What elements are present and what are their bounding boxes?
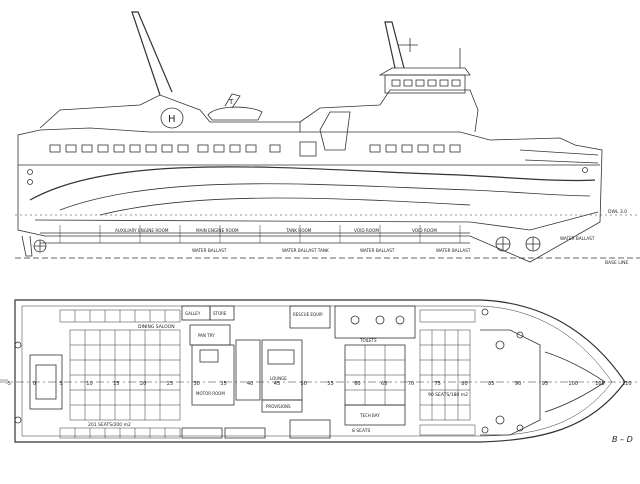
frame-number: 30 <box>194 381 200 387</box>
compartment-label: AUXILIARY ENGINE ROOM <box>115 228 169 233</box>
frame-number: 10 <box>86 381 92 387</box>
frame-number: 65 <box>381 381 387 387</box>
window-row <box>49 141 461 157</box>
room-label-galley: GALLEY <box>185 311 201 316</box>
rudder <box>21 235 33 257</box>
room-label-toilets: TOILETS <box>359 338 377 343</box>
tender-boat <box>207 106 263 121</box>
wheelhouse-windows <box>391 79 461 87</box>
frame-number: 60 <box>354 381 360 387</box>
lounge <box>261 339 303 401</box>
compartment-label: MAIN ENGINE ROOM <box>196 228 239 233</box>
frame-number: 0 <box>33 381 36 387</box>
helipad-disc <box>160 107 184 129</box>
seat-note-fwd: 90 SEATS/180 m2 <box>428 392 468 398</box>
bow-machinery <box>480 329 606 436</box>
room-label-dining: DINING SALOON <box>138 324 175 330</box>
hull-curve-3 <box>99 197 471 216</box>
seat-note-mid: 8 SEATS <box>352 428 370 434</box>
bow-stripe <box>519 149 599 164</box>
frame-number: 25 <box>167 381 173 387</box>
draft-label: DWL 3.0 <box>608 209 627 215</box>
mid-superstructure <box>299 89 479 133</box>
rescue-equip-lower <box>289 419 331 439</box>
frame-number: 95 <box>542 381 548 387</box>
thruster-fwd <box>495 236 541 252</box>
frame-number: 45 <box>274 381 280 387</box>
section-label: B – D <box>612 435 633 444</box>
tender-davit <box>224 93 241 109</box>
frame-number: 85 <box>488 381 494 387</box>
plan-inner-outline <box>21 305 613 437</box>
plan-outline <box>14 299 626 443</box>
lifebuoys <box>14 308 489 434</box>
seat-note-aft: 201 SEATS/200 m2 <box>88 422 131 428</box>
portholes <box>27 167 588 185</box>
tank-label: WATER BALLAST <box>436 248 471 253</box>
room-label-pantry: PAN TRY <box>198 333 215 338</box>
chine-line <box>34 211 599 231</box>
compartment-band <box>40 232 470 244</box>
frame-number: 35 <box>220 381 226 387</box>
provisions <box>261 399 303 413</box>
deck-plan <box>0 299 640 443</box>
room-label-lounge: LOUNGE <box>270 376 287 381</box>
frame-number: 80 <box>461 381 467 387</box>
compartment-label: WATER BALLAST <box>560 236 595 241</box>
side-profile: H T <box>15 11 640 263</box>
aft-seating <box>59 309 181 439</box>
room-label-store: STORE <box>213 311 227 316</box>
tank-label: WATER BALLAST TANK <box>282 248 329 253</box>
room-label-motor-room: MOTOR ROOM <box>196 391 225 396</box>
tank-label: WATER BALLAST <box>360 248 395 253</box>
helipad-letter: H <box>168 114 176 125</box>
aft-stair-block <box>29 354 63 410</box>
frame-number: -5 <box>6 381 11 387</box>
hull-curve-upper <box>29 166 596 201</box>
room-label-tech-bay: TECH BAY <box>359 413 380 418</box>
mid-block <box>235 339 261 401</box>
aft-superstructure <box>39 94 301 132</box>
tank-label: WATER BALLAST <box>192 248 227 253</box>
funnel <box>319 111 351 151</box>
room-label-provisions: PROVISIONS <box>266 404 291 409</box>
room-label-rescue: RESCUE EQUIP. <box>293 312 323 317</box>
crane-arm <box>131 11 173 96</box>
motor-room <box>191 344 235 406</box>
wheelhouse-roof <box>378 67 471 76</box>
hull-outline <box>17 127 603 263</box>
frame-number: 20 <box>140 381 146 387</box>
propeller-aft <box>33 239 47 253</box>
frame-number: 105 <box>595 381 605 387</box>
frame-number: 40 <box>247 381 253 387</box>
frame-number: 75 <box>435 381 441 387</box>
frame-number: 90 <box>515 381 521 387</box>
compartment-label: VOID ROOM <box>354 228 379 233</box>
frame-number: 50 <box>301 381 307 387</box>
rescue-equip <box>289 305 331 329</box>
frame-number: 70 <box>408 381 414 387</box>
frame-number: 110 <box>622 381 632 387</box>
frame-number: 55 <box>327 381 333 387</box>
frame-ticks <box>59 225 461 243</box>
tech-bay <box>344 404 406 426</box>
tender-letter: T <box>228 98 234 106</box>
compartment-label: TANK ROOM <box>285 228 312 233</box>
compartment-label: VOID ROOM <box>412 228 437 233</box>
hull-curve-lower <box>59 183 591 211</box>
frame-number: 100 <box>568 381 578 387</box>
mast-yard <box>398 38 418 52</box>
store <box>209 305 235 321</box>
fwd-seating <box>419 309 476 436</box>
frame-numbers: -5 0 5 10 15 20 25 30 35 40 45 50 55 60 65 70 75 80 85 90 95… <box>6 381 632 387</box>
frame-number: 5 <box>60 381 63 387</box>
frame-number: 15 <box>113 381 119 387</box>
central-block <box>334 305 416 339</box>
baseline-label: BASE LINE <box>605 260 628 266</box>
